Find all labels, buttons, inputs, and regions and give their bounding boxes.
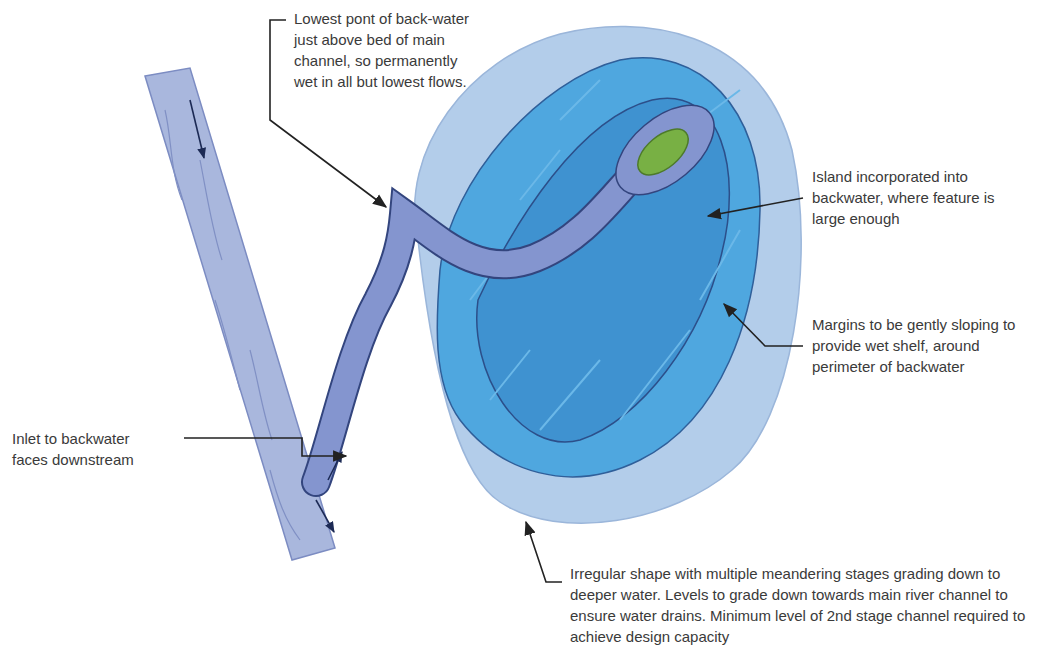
callout-note: Irregular shape with multiple meandering…: [570, 563, 1035, 647]
backwater-shelf: [415, 26, 802, 523]
inlet-channel: [316, 168, 640, 482]
river-texture: [165, 110, 300, 540]
flow-arrow: [316, 500, 334, 532]
leader-line: [270, 20, 386, 207]
leader-line: [708, 198, 803, 216]
callout-note: Inlet to backwater faces downstream: [12, 428, 162, 470]
leader-line: [724, 304, 803, 346]
island: [630, 120, 697, 183]
leader-line: [526, 522, 562, 582]
flow-arrow: [190, 100, 204, 158]
channel-ring: [600, 88, 730, 212]
callout-note: Island incorporated into backwater, wher…: [812, 166, 1017, 229]
leader-line: [184, 438, 346, 456]
inlet-channel-edge: [316, 168, 640, 482]
callout-note: Margins to be gently sloping to provide …: [812, 314, 1017, 377]
callout-note: Lowest pont of back-water just above bed…: [294, 8, 476, 92]
